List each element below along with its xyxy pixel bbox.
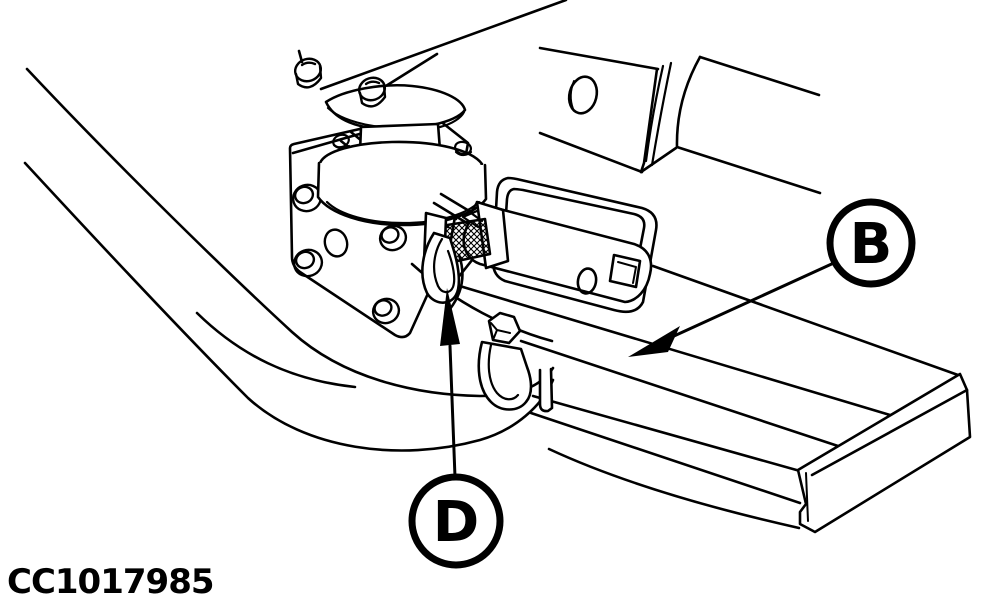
callout-d-arrowhead-icon <box>440 288 460 346</box>
flange-stud-heads <box>332 133 473 157</box>
plate-bolt-heads <box>291 183 408 325</box>
callout-d: D <box>408 288 504 569</box>
beam-end-plate <box>796 372 972 534</box>
pivot-assembly <box>293 57 488 227</box>
callout-b: B <box>628 198 916 357</box>
top-hex-nuts <box>293 57 387 108</box>
drawbar-beam <box>451 233 960 530</box>
receiver-pin-hole <box>608 253 642 289</box>
plate-plain-hole <box>323 228 349 258</box>
frame-support-tube <box>538 46 822 195</box>
latch-hook <box>477 340 554 413</box>
callout-b-leader <box>672 260 838 338</box>
callout-b-arrowhead-icon <box>628 326 680 357</box>
callout-d-label: D <box>433 490 479 555</box>
figure-code: CC1017985 <box>7 562 214 598</box>
callout-d-leader <box>448 344 457 479</box>
callout-b-balloon <box>826 198 916 288</box>
callout-b-label: B <box>850 212 893 277</box>
callout-d-balloon <box>408 473 504 569</box>
hex-bolt <box>487 311 522 345</box>
locking-clip <box>421 231 461 304</box>
